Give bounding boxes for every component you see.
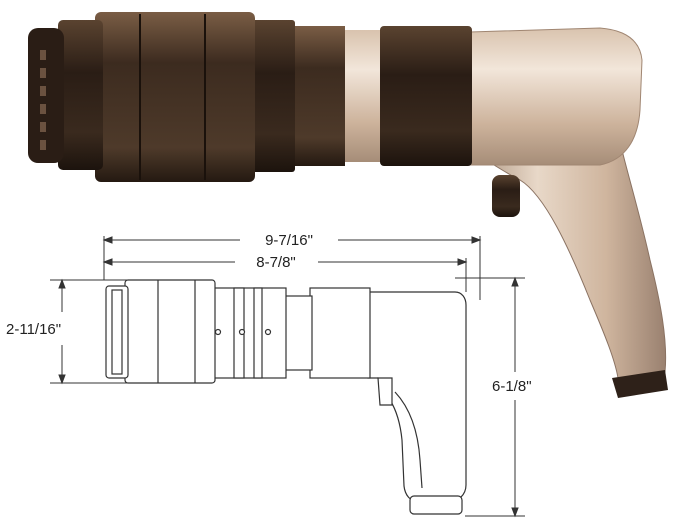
drawing-foot <box>409 495 463 515</box>
dim-body-height: 2-11/16" <box>6 321 61 338</box>
tool-line-drawing <box>105 279 467 515</box>
dim-overall-height: 6-1/8" <box>492 378 532 395</box>
collar <box>290 26 345 166</box>
dark-band <box>380 26 472 166</box>
dim-body-length: 8-7/8" <box>256 254 296 271</box>
tool-photo <box>28 12 668 398</box>
grip-end-cap <box>612 370 668 398</box>
drawing-barrel <box>124 279 216 384</box>
trigger <box>492 175 520 217</box>
dim-overall-length: 9-7/16" <box>265 232 313 249</box>
rear-housing <box>469 27 643 166</box>
aluminum-sleeve <box>338 30 388 162</box>
collet-barrel <box>95 12 255 182</box>
dimension-lines <box>50 236 525 518</box>
knurled-nose <box>58 20 103 170</box>
knurl-teeth <box>40 50 46 150</box>
ring <box>250 20 295 172</box>
drawing-handle-inner <box>394 391 423 489</box>
drawing-collar <box>211 287 287 379</box>
drawing-trigger <box>377 377 393 406</box>
drawing-band <box>309 287 371 379</box>
drawing-sleeve <box>283 295 313 371</box>
grip-handle <box>467 149 667 379</box>
